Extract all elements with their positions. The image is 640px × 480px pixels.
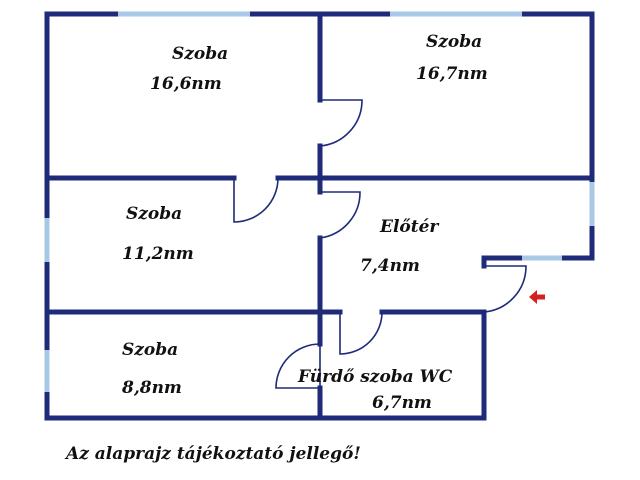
room-name-4: Előtér xyxy=(380,217,439,237)
door-entrance xyxy=(483,265,527,313)
room-area-3: 11,2nm xyxy=(122,244,194,264)
room-name-2: Szoba xyxy=(426,32,483,52)
room-name-1: Szoba xyxy=(172,44,229,64)
room-area-1: 16,6nm xyxy=(150,74,222,94)
door-middle-left-room xyxy=(233,177,279,223)
door-bath-left xyxy=(275,343,321,389)
room-name-3: Szoba xyxy=(126,204,183,224)
disclaimer-note: Az alaprajz tájékoztató jellegő! xyxy=(66,444,361,464)
arrow-left-icon xyxy=(529,290,545,304)
windows xyxy=(44,11,595,392)
door-top-right-room xyxy=(319,99,363,147)
room-name-5: Szoba xyxy=(122,340,179,360)
door-bath-top xyxy=(339,311,383,355)
room-name-6: Fürdő szoba WC xyxy=(298,367,453,387)
walls xyxy=(44,11,595,421)
door-corridor-mid xyxy=(319,191,361,239)
room-area-2: 16,7nm xyxy=(416,64,488,84)
room-area-4: 7,4nm xyxy=(360,256,420,276)
room-area-5: 8,8nm xyxy=(122,378,182,398)
doors xyxy=(233,99,527,389)
room-area-6: 6,7nm xyxy=(372,393,432,413)
